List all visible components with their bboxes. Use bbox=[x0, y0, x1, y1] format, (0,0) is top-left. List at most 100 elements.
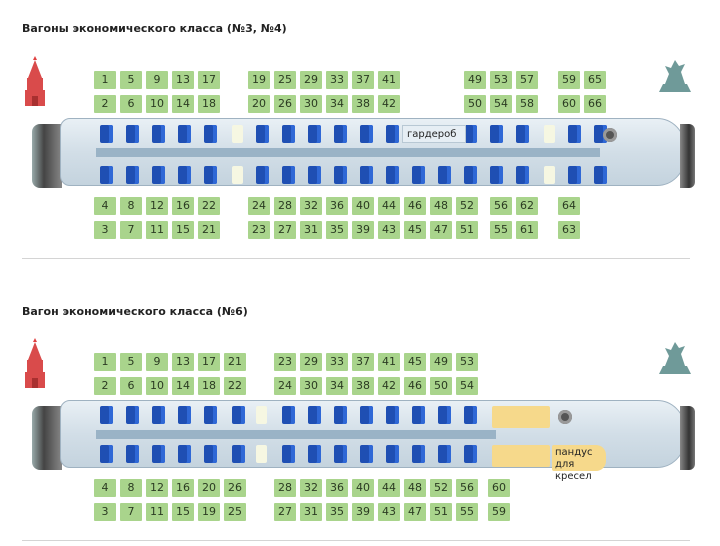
seat-icon[interactable] bbox=[178, 445, 191, 463]
seat-icon[interactable] bbox=[594, 166, 607, 184]
seat-number-24[interactable]: 24 bbox=[248, 197, 270, 215]
seat-icon[interactable] bbox=[204, 166, 217, 184]
seat-number-56[interactable]: 56 bbox=[490, 197, 512, 215]
seat-number-30[interactable]: 30 bbox=[300, 95, 322, 113]
seat-icon[interactable] bbox=[232, 406, 245, 424]
seat-number-3[interactable]: 3 bbox=[94, 221, 116, 239]
seat-number-59[interactable]: 59 bbox=[558, 71, 580, 89]
seat-icon[interactable] bbox=[152, 406, 165, 424]
seat-icon[interactable] bbox=[282, 166, 295, 184]
seat-number-8[interactable]: 8 bbox=[120, 479, 142, 497]
seat-number-39[interactable]: 39 bbox=[352, 221, 374, 239]
seat-icon[interactable] bbox=[232, 445, 245, 463]
seat-number-37[interactable]: 37 bbox=[352, 353, 374, 371]
seat-number-2[interactable]: 2 bbox=[94, 377, 116, 395]
seat-number-6[interactable]: 6 bbox=[120, 95, 142, 113]
seat-number-18[interactable]: 18 bbox=[198, 377, 220, 395]
seat-number-11[interactable]: 11 bbox=[146, 221, 168, 239]
seat-number-16[interactable]: 16 bbox=[172, 479, 194, 497]
seat-number-49[interactable]: 49 bbox=[464, 71, 486, 89]
seat-icon[interactable] bbox=[464, 125, 477, 143]
seat-number-26[interactable]: 26 bbox=[224, 479, 246, 497]
seat-icon[interactable] bbox=[412, 166, 425, 184]
seat-number-4[interactable]: 4 bbox=[94, 197, 116, 215]
seat-number-26[interactable]: 26 bbox=[274, 95, 296, 113]
seat-number-20[interactable]: 20 bbox=[248, 95, 270, 113]
seat-number-64[interactable]: 64 bbox=[558, 197, 580, 215]
seat-number-36[interactable]: 36 bbox=[326, 479, 348, 497]
seat-number-35[interactable]: 35 bbox=[326, 221, 348, 239]
seat-number-10[interactable]: 10 bbox=[146, 377, 168, 395]
seat-number-13[interactable]: 13 bbox=[172, 71, 194, 89]
seat-number-34[interactable]: 34 bbox=[326, 377, 348, 395]
seat-number-14[interactable]: 14 bbox=[172, 377, 194, 395]
seat-number-27[interactable]: 27 bbox=[274, 221, 296, 239]
seat-number-50[interactable]: 50 bbox=[464, 95, 486, 113]
seat-number-45[interactable]: 45 bbox=[404, 221, 426, 239]
seat-number-66[interactable]: 66 bbox=[584, 95, 606, 113]
seat-number-19[interactable]: 19 bbox=[248, 71, 270, 89]
seat-number-56[interactable]: 56 bbox=[456, 479, 478, 497]
seat-number-17[interactable]: 17 bbox=[198, 71, 220, 89]
seat-number-11[interactable]: 11 bbox=[146, 503, 168, 521]
seat-icon[interactable] bbox=[308, 445, 321, 463]
seat-number-63[interactable]: 63 bbox=[558, 221, 580, 239]
seat-icon[interactable] bbox=[126, 166, 139, 184]
seat-number-48[interactable]: 48 bbox=[404, 479, 426, 497]
seat-number-34[interactable]: 34 bbox=[326, 95, 348, 113]
seat-number-53[interactable]: 53 bbox=[456, 353, 478, 371]
seat-icon[interactable] bbox=[308, 125, 321, 143]
seat-number-36[interactable]: 36 bbox=[326, 197, 348, 215]
seat-icon[interactable] bbox=[100, 125, 113, 143]
seat-number-24[interactable]: 24 bbox=[274, 377, 296, 395]
seat-icon[interactable] bbox=[126, 406, 139, 424]
seat-icon[interactable] bbox=[386, 406, 399, 424]
seat-number-59[interactable]: 59 bbox=[488, 503, 510, 521]
seat-icon[interactable] bbox=[126, 125, 139, 143]
seat-number-7[interactable]: 7 bbox=[120, 503, 142, 521]
seat-icon[interactable] bbox=[204, 125, 217, 143]
seat-icon[interactable] bbox=[438, 166, 451, 184]
seat-icon[interactable] bbox=[490, 125, 503, 143]
seat-number-55[interactable]: 55 bbox=[456, 503, 478, 521]
seat-number-30[interactable]: 30 bbox=[300, 377, 322, 395]
seat-number-2[interactable]: 2 bbox=[94, 95, 116, 113]
seat-number-42[interactable]: 42 bbox=[378, 95, 400, 113]
seat-icon[interactable] bbox=[152, 166, 165, 184]
seat-icon[interactable] bbox=[178, 125, 191, 143]
seat-number-18[interactable]: 18 bbox=[198, 95, 220, 113]
seat-icon[interactable] bbox=[386, 166, 399, 184]
seat-number-65[interactable]: 65 bbox=[584, 71, 606, 89]
seat-number-40[interactable]: 40 bbox=[352, 197, 374, 215]
seat-number-46[interactable]: 46 bbox=[404, 377, 426, 395]
seat-number-12[interactable]: 12 bbox=[146, 479, 168, 497]
seat-number-31[interactable]: 31 bbox=[300, 221, 322, 239]
seat-icon[interactable] bbox=[100, 445, 113, 463]
seat-number-49[interactable]: 49 bbox=[430, 353, 452, 371]
seat-number-55[interactable]: 55 bbox=[490, 221, 512, 239]
seat-number-46[interactable]: 46 bbox=[404, 197, 426, 215]
seat-number-4[interactable]: 4 bbox=[94, 479, 116, 497]
seat-icon[interactable] bbox=[490, 166, 503, 184]
seat-number-42[interactable]: 42 bbox=[378, 377, 400, 395]
seat-number-15[interactable]: 15 bbox=[172, 503, 194, 521]
seat-number-32[interactable]: 32 bbox=[300, 479, 322, 497]
seat-icon[interactable] bbox=[282, 445, 295, 463]
seat-number-28[interactable]: 28 bbox=[274, 479, 296, 497]
seat-number-1[interactable]: 1 bbox=[94, 353, 116, 371]
seat-number-57[interactable]: 57 bbox=[516, 71, 538, 89]
seat-number-22[interactable]: 22 bbox=[198, 197, 220, 215]
seat-icon[interactable] bbox=[464, 406, 477, 424]
seat-number-47[interactable]: 47 bbox=[430, 221, 452, 239]
seat-number-21[interactable]: 21 bbox=[224, 353, 246, 371]
seat-icon[interactable] bbox=[152, 445, 165, 463]
seat-number-38[interactable]: 38 bbox=[352, 95, 374, 113]
seat-icon[interactable] bbox=[516, 125, 529, 143]
seat-number-38[interactable]: 38 bbox=[352, 377, 374, 395]
seat-icon[interactable] bbox=[308, 406, 321, 424]
seat-number-44[interactable]: 44 bbox=[378, 479, 400, 497]
seat-number-61[interactable]: 61 bbox=[516, 221, 538, 239]
seat-icon[interactable] bbox=[308, 166, 321, 184]
seat-icon[interactable] bbox=[256, 125, 269, 143]
seat-number-14[interactable]: 14 bbox=[172, 95, 194, 113]
